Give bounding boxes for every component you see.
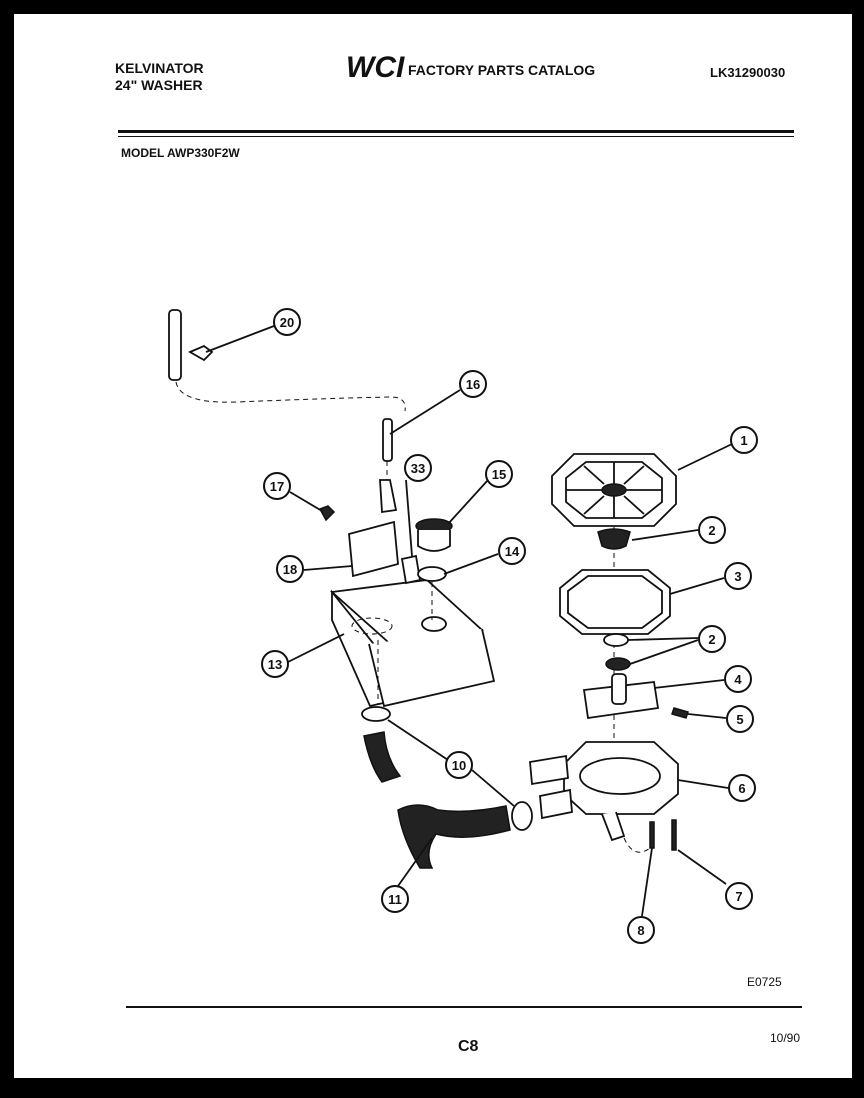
part-16-tube bbox=[382, 418, 393, 462]
svg-text:4: 4 bbox=[734, 672, 742, 687]
svg-text:20: 20 bbox=[280, 315, 294, 330]
part-17-screw bbox=[318, 505, 336, 522]
revision-date: 10/90 bbox=[770, 1031, 801, 1045]
callout-33: 33 bbox=[404, 454, 432, 482]
part-15-cap bbox=[415, 518, 453, 552]
callout-7: 7 bbox=[725, 882, 753, 910]
svg-text:11: 11 bbox=[388, 892, 402, 907]
part-8-screw bbox=[649, 821, 655, 849]
callout-4: 4 bbox=[724, 665, 752, 693]
callout-3: 3 bbox=[724, 562, 752, 590]
svg-text:8: 8 bbox=[637, 923, 644, 938]
elbow-hose bbox=[363, 731, 402, 783]
part-2-seal-lower bbox=[605, 657, 631, 671]
callout-2-lower: 2 bbox=[698, 625, 726, 653]
callout-17: 17 bbox=[263, 472, 291, 500]
part-11-hose bbox=[397, 804, 511, 869]
callout-10: 10 bbox=[445, 751, 473, 779]
callout-16: 16 bbox=[459, 370, 487, 398]
exploded-parts-diagram: 20 16 1 33 15 17 2 14 18 3 2 13 4 5 10 6… bbox=[168, 308, 758, 944]
svg-text:15: 15 bbox=[492, 467, 506, 482]
part-14-clamp bbox=[417, 566, 447, 582]
callout-8: 8 bbox=[627, 916, 655, 944]
model-number: MODEL AWP330F2W bbox=[121, 146, 240, 160]
callout-14: 14 bbox=[498, 537, 526, 565]
appliance-type: 24" WASHER bbox=[115, 77, 203, 93]
svg-text:2: 2 bbox=[708, 523, 715, 538]
svg-text:3: 3 bbox=[734, 569, 741, 584]
part-10-clamp-upper bbox=[361, 706, 391, 722]
svg-text:33: 33 bbox=[411, 461, 425, 476]
part-2-seal-upper bbox=[597, 528, 631, 550]
part-10-clamp-lower bbox=[511, 801, 533, 831]
part-2-washer bbox=[603, 633, 629, 647]
part-4-impeller bbox=[582, 673, 660, 720]
callout-15: 15 bbox=[485, 460, 513, 488]
part-13-dispenser bbox=[329, 479, 496, 708]
svg-text:14: 14 bbox=[505, 544, 520, 559]
brand-name: KELVINATOR bbox=[115, 60, 204, 76]
callout-6: 6 bbox=[728, 774, 756, 802]
svg-text:1: 1 bbox=[740, 433, 747, 448]
callout-2-upper: 2 bbox=[698, 516, 726, 544]
svg-text:16: 16 bbox=[466, 377, 480, 392]
svg-text:WCI: WCI bbox=[346, 51, 405, 82]
callout-20: 20 bbox=[273, 308, 301, 336]
svg-text:17: 17 bbox=[270, 479, 284, 494]
footer-rule bbox=[126, 1006, 802, 1008]
svg-text:5: 5 bbox=[736, 712, 743, 727]
header-rule bbox=[118, 130, 794, 133]
part-5-screw bbox=[671, 707, 689, 719]
svg-text:18: 18 bbox=[283, 562, 297, 577]
svg-text:7: 7 bbox=[735, 889, 742, 904]
part-20-tube bbox=[168, 309, 406, 412]
svg-text:2: 2 bbox=[708, 632, 715, 647]
wci-logo: WCI bbox=[346, 51, 405, 82]
callout-18: 18 bbox=[276, 555, 304, 583]
drawing-code: E0725 bbox=[747, 975, 782, 989]
svg-text:13: 13 bbox=[268, 657, 282, 672]
part-1-pump-cover bbox=[551, 453, 677, 527]
callout-1: 1 bbox=[730, 426, 758, 454]
svg-text:10: 10 bbox=[452, 758, 466, 773]
catalog-number: LK31290030 bbox=[710, 65, 786, 80]
callout-11: 11 bbox=[381, 885, 409, 913]
catalog-page: KELVINATOR 24" WASHER WCI FACTORY PARTS … bbox=[14, 14, 852, 1078]
callout-5: 5 bbox=[726, 705, 754, 733]
catalog-title: FACTORY PARTS CATALOG bbox=[408, 62, 596, 78]
part-7-screw bbox=[671, 819, 677, 851]
svg-text:6: 6 bbox=[738, 781, 745, 796]
header-rule-thin bbox=[118, 136, 794, 137]
page-number: C8 bbox=[458, 1038, 479, 1055]
callout-13: 13 bbox=[261, 650, 289, 678]
part-6-pump-housing bbox=[529, 741, 679, 842]
